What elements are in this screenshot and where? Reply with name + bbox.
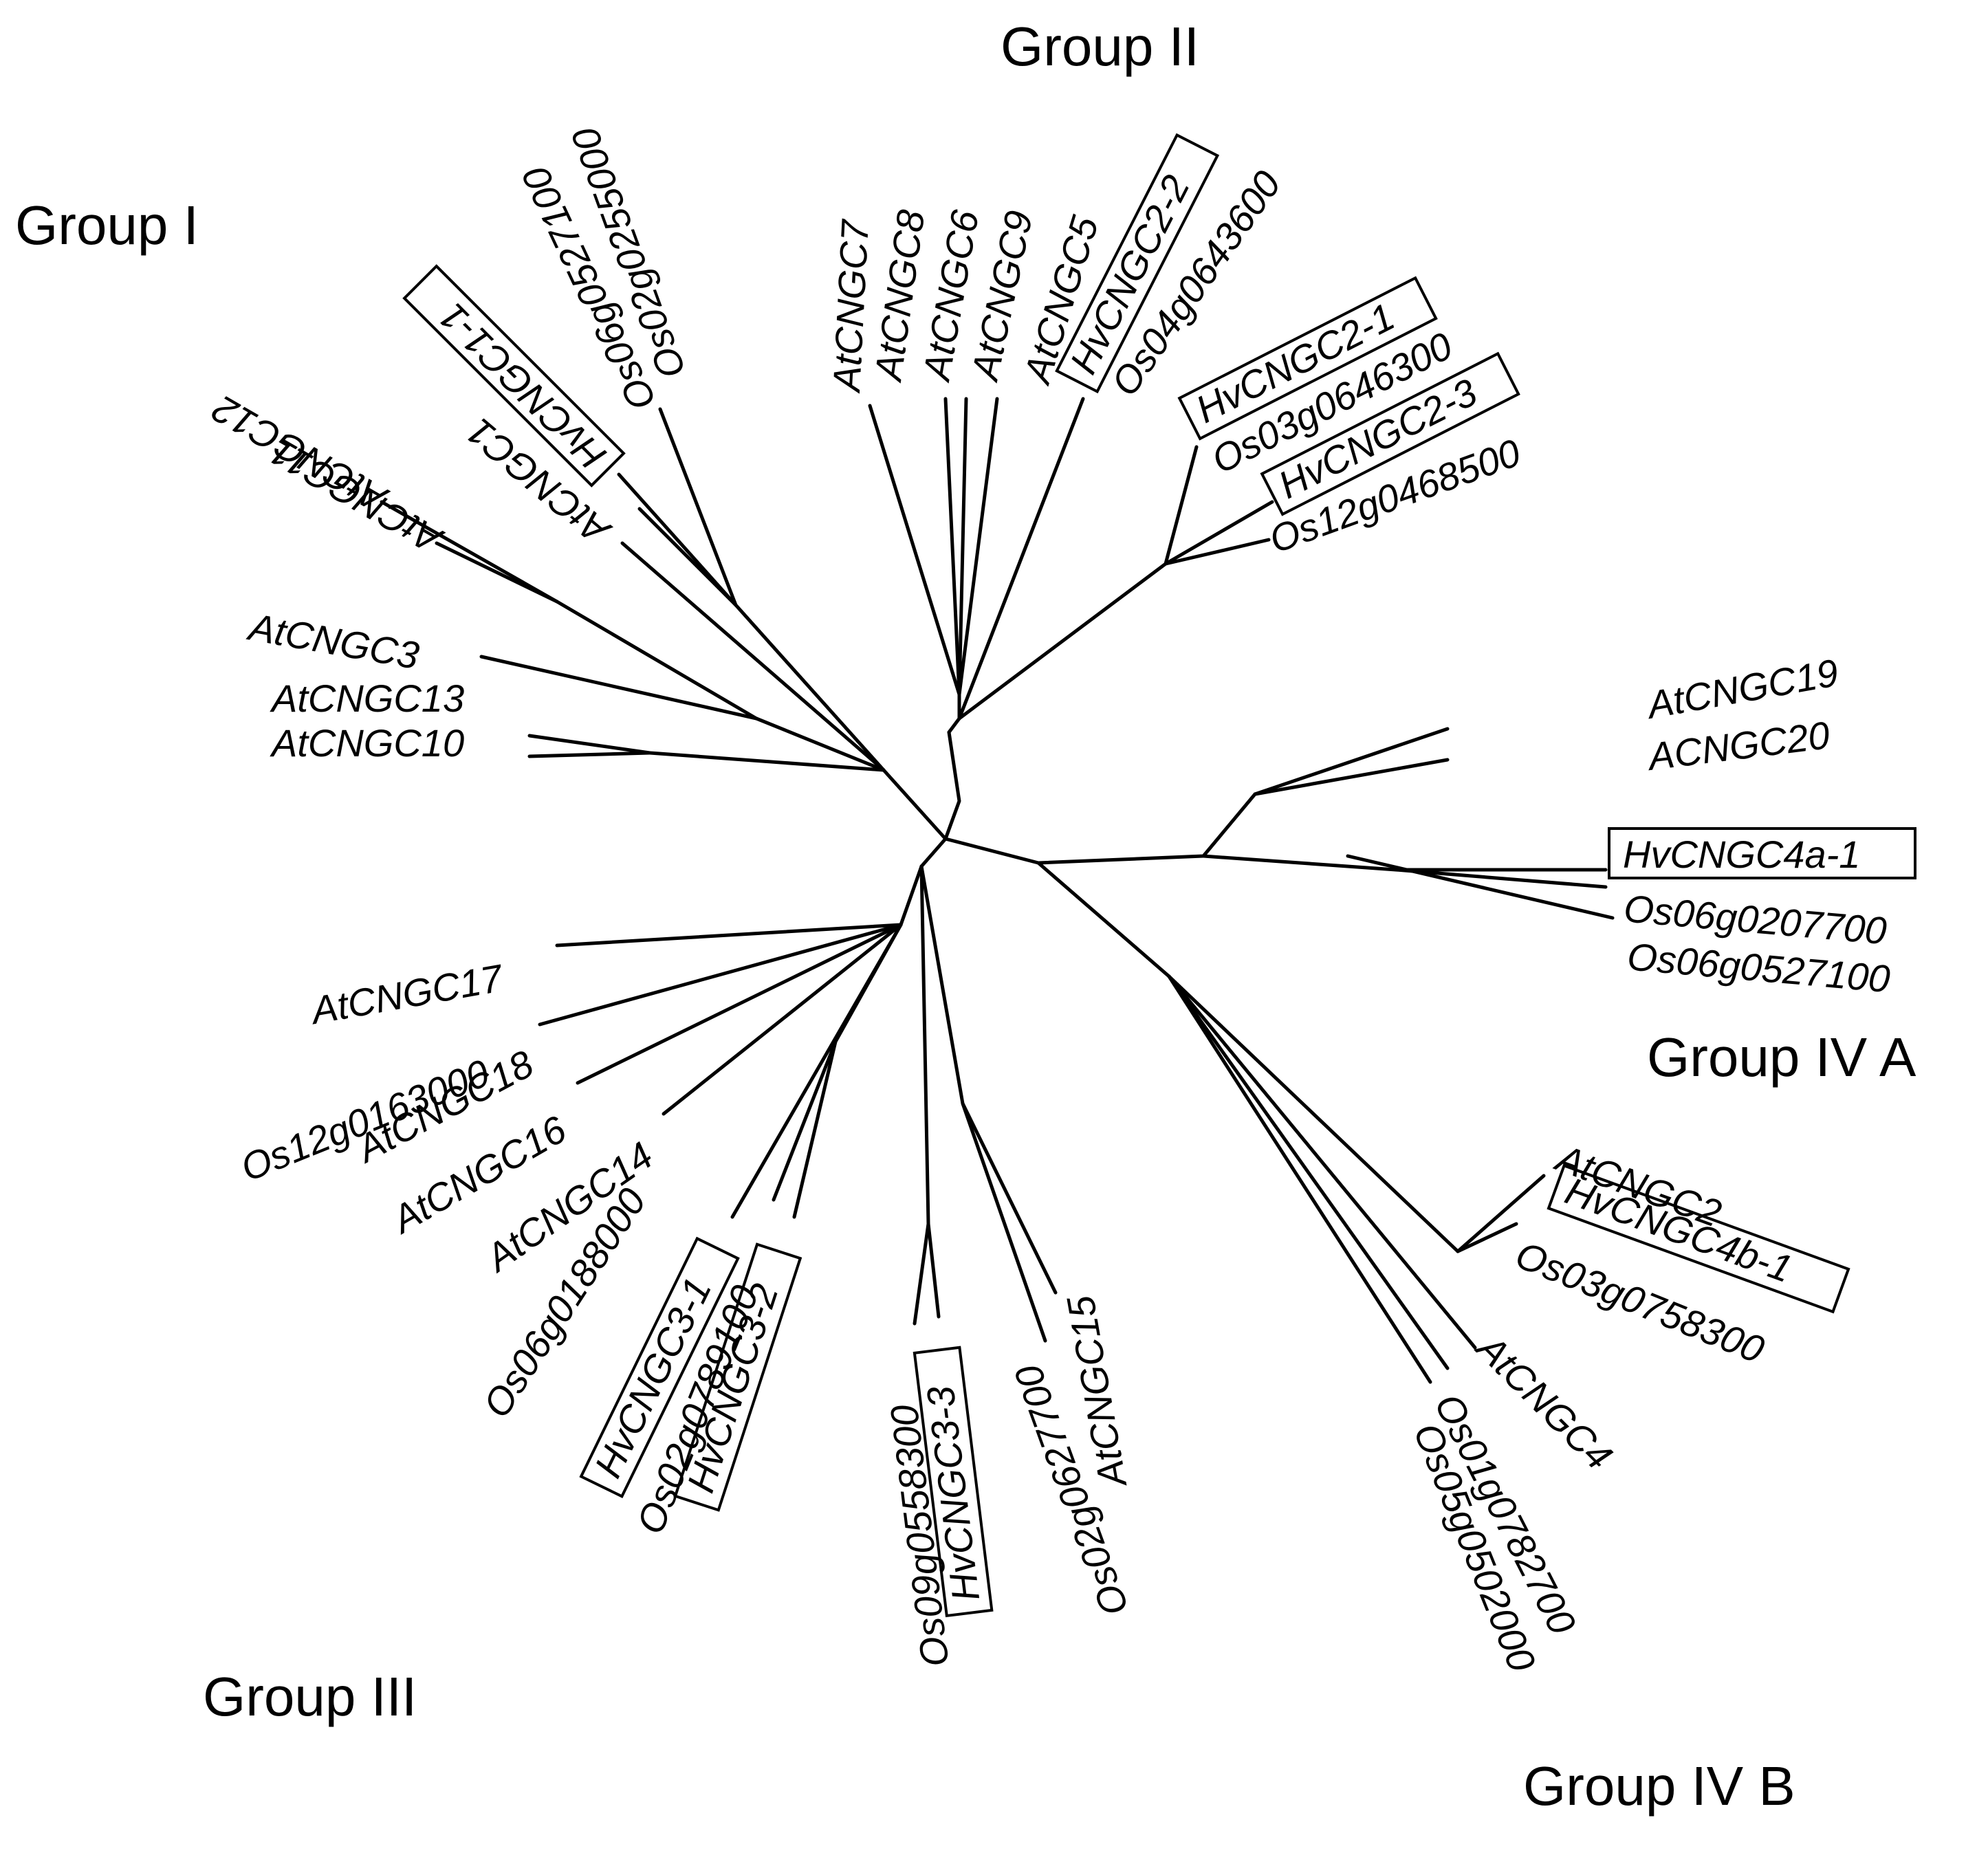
leaf-label: AtCNGC10 [270,721,464,765]
group2-branch [868,404,961,734]
group3-branch [961,1101,1058,1295]
highlight-box [1608,827,1916,879]
backbone-branch [943,837,1040,865]
group1-branch [380,500,886,772]
group2-branch [957,445,1199,721]
group1-branch [479,655,758,721]
backbone-branch [919,837,948,868]
leaf-label: HvCNGC4a-1 [1623,833,1860,876]
group3-branch [919,864,1047,1343]
group1-branch [527,751,652,758]
highlight-box [402,264,626,487]
group3-branch [576,923,903,1085]
group2-branch [957,397,999,697]
group-4b-label: Group IV B [1523,1755,1795,1817]
group-2-label: Group II [1001,16,1199,77]
highlight-box [1260,351,1520,516]
group1-branch [658,407,886,772]
highlight-box [579,1236,740,1498]
group4a-branch [1346,854,1615,920]
group4b-branch [1036,861,1546,1253]
group-4a-label: Group IV A [1647,1027,1916,1088]
group1-branch [637,507,738,607]
leaf-label: AtCNGC17 [306,956,507,1033]
group-1-label: Group I [15,195,199,256]
group1-branch [527,734,886,772]
group4b-branch [1167,974,1477,1350]
group3-branch [538,923,903,1027]
group4b-branch [1167,974,1450,1370]
backbone-branch [882,730,961,841]
group3-branch [555,923,903,947]
highlight-box [673,1242,802,1512]
group1-branch [620,541,886,772]
group4b-branch [1167,974,1432,1384]
group3-branch [772,1040,838,1202]
group3-branch [730,923,903,1219]
group4a-branch [1394,868,1608,889]
group3-branch [662,923,903,1116]
group3-branch [792,864,924,1219]
highlight-box [1055,133,1220,394]
group2-branch [957,397,968,697]
group4a-branch [1036,727,1450,865]
leaf-label: AtCNGC7 [824,218,877,395]
group4b-branch [1456,1222,1518,1253]
group3-branch [913,1222,930,1326]
group2-branch [1164,538,1271,566]
highlight-box [913,1346,994,1618]
group4a-branch [1253,758,1450,796]
leaf-label: AtCNGC3 [244,604,422,677]
leaf-label: AtCNGC11 [263,430,450,563]
highlight-box [1547,1163,1850,1314]
group1-branch [435,541,559,604]
group2-branch [1164,500,1274,566]
group-3-label: Group III [203,1666,417,1727]
leaf-label: AtCNGC13 [270,677,464,720]
group2-branch [957,397,1085,721]
highlight-box [1177,276,1438,441]
group2-branch [943,397,961,697]
